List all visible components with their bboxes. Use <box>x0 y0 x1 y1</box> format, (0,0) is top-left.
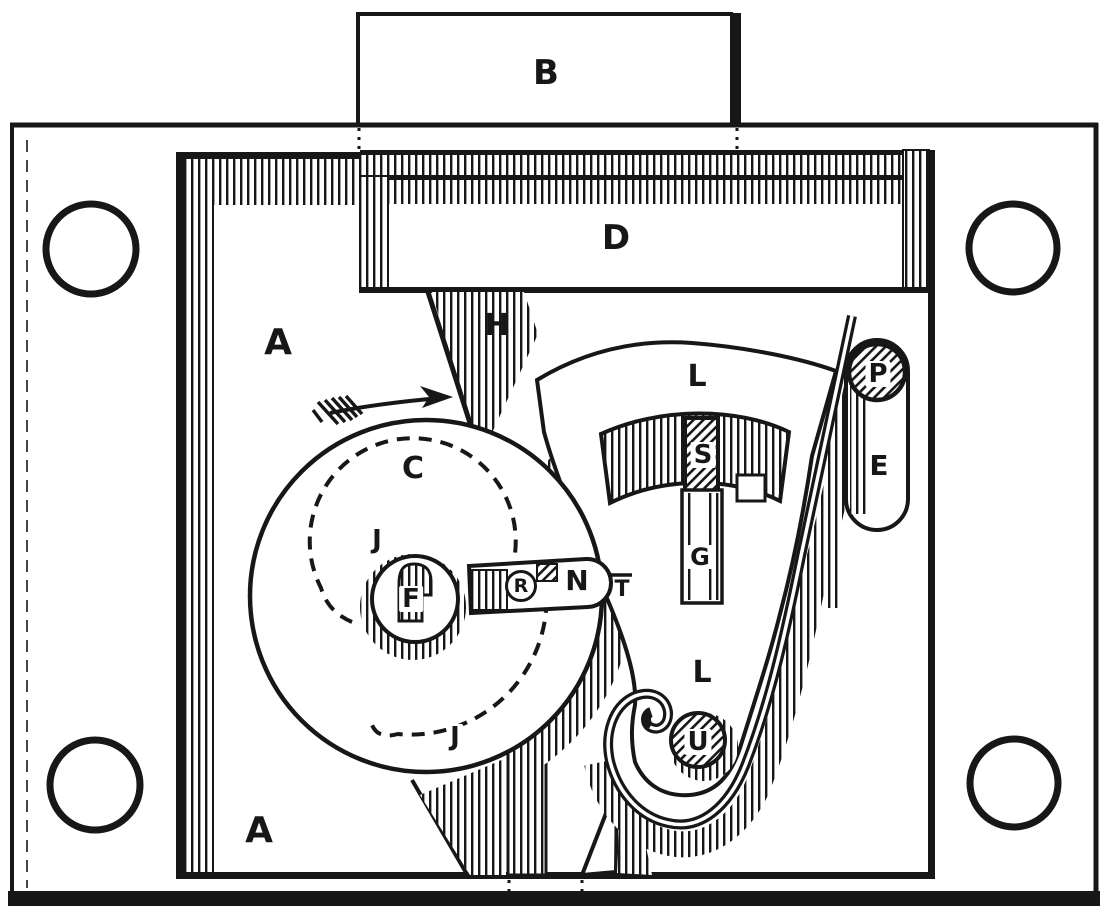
label-t: T <box>614 577 630 602</box>
label-e: E <box>869 449 889 482</box>
direction-arrow-icon <box>311 386 453 426</box>
screw-hole-top-left <box>42 200 140 298</box>
label-p: P <box>865 361 891 387</box>
label-f: F <box>399 586 423 612</box>
bolt-d <box>359 149 932 293</box>
screw-holes <box>42 200 1062 834</box>
inner-case-walls <box>176 150 935 879</box>
label-a-lower: A <box>245 810 273 851</box>
bolt-head-b <box>356 12 741 151</box>
label-g: G <box>687 545 713 569</box>
screw-hole-bottom-right <box>966 735 1062 831</box>
label-r: R <box>505 570 537 602</box>
label-l-lower: L <box>692 655 712 690</box>
label-s: S <box>690 442 716 468</box>
spring-shadow <box>584 345 878 858</box>
screw-hole-bottom-left <box>46 736 144 834</box>
spiral-groove-j <box>307 436 549 738</box>
label-h: H <box>484 308 510 343</box>
label-j-lower: J <box>447 724 463 750</box>
label-d: D <box>601 218 631 258</box>
outer-plate <box>8 122 1100 906</box>
label-n: N <box>565 564 589 597</box>
label-u: U <box>684 729 712 755</box>
label-b: B <box>533 53 559 93</box>
label-l-upper: L <box>687 359 707 394</box>
label-a-upper: A <box>264 322 292 363</box>
spring-lever <box>603 314 857 830</box>
label-j-upper: J <box>369 527 385 553</box>
screw-hole-top-right <box>965 200 1061 296</box>
label-c: C <box>401 451 425 486</box>
lever-arm-n <box>466 556 632 616</box>
